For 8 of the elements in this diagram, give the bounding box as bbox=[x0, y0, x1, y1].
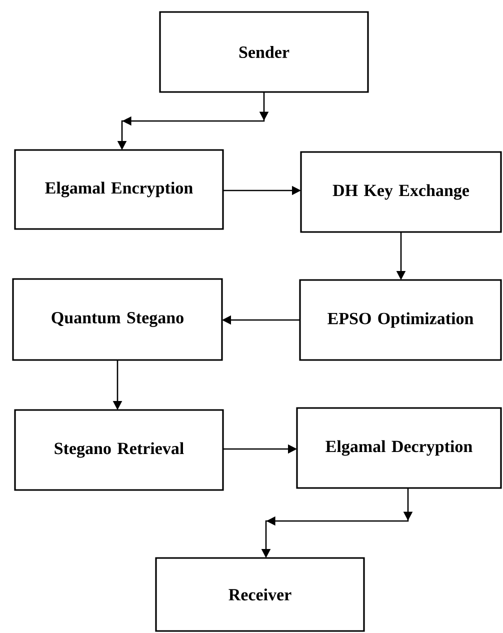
process-box: Sender bbox=[159, 11, 369, 93]
process-box: EPSO Optimization bbox=[299, 279, 502, 361]
process-box: Elgamal Decryption bbox=[296, 407, 502, 489]
process-box: Stegano Retrieval bbox=[14, 409, 224, 491]
process-box: DH Key Exchange bbox=[300, 151, 502, 233]
process-box: Elgamal Encryption bbox=[14, 149, 224, 230]
process-box: Quantum Stegano bbox=[12, 278, 223, 361]
process-box: Receiver bbox=[155, 557, 365, 632]
